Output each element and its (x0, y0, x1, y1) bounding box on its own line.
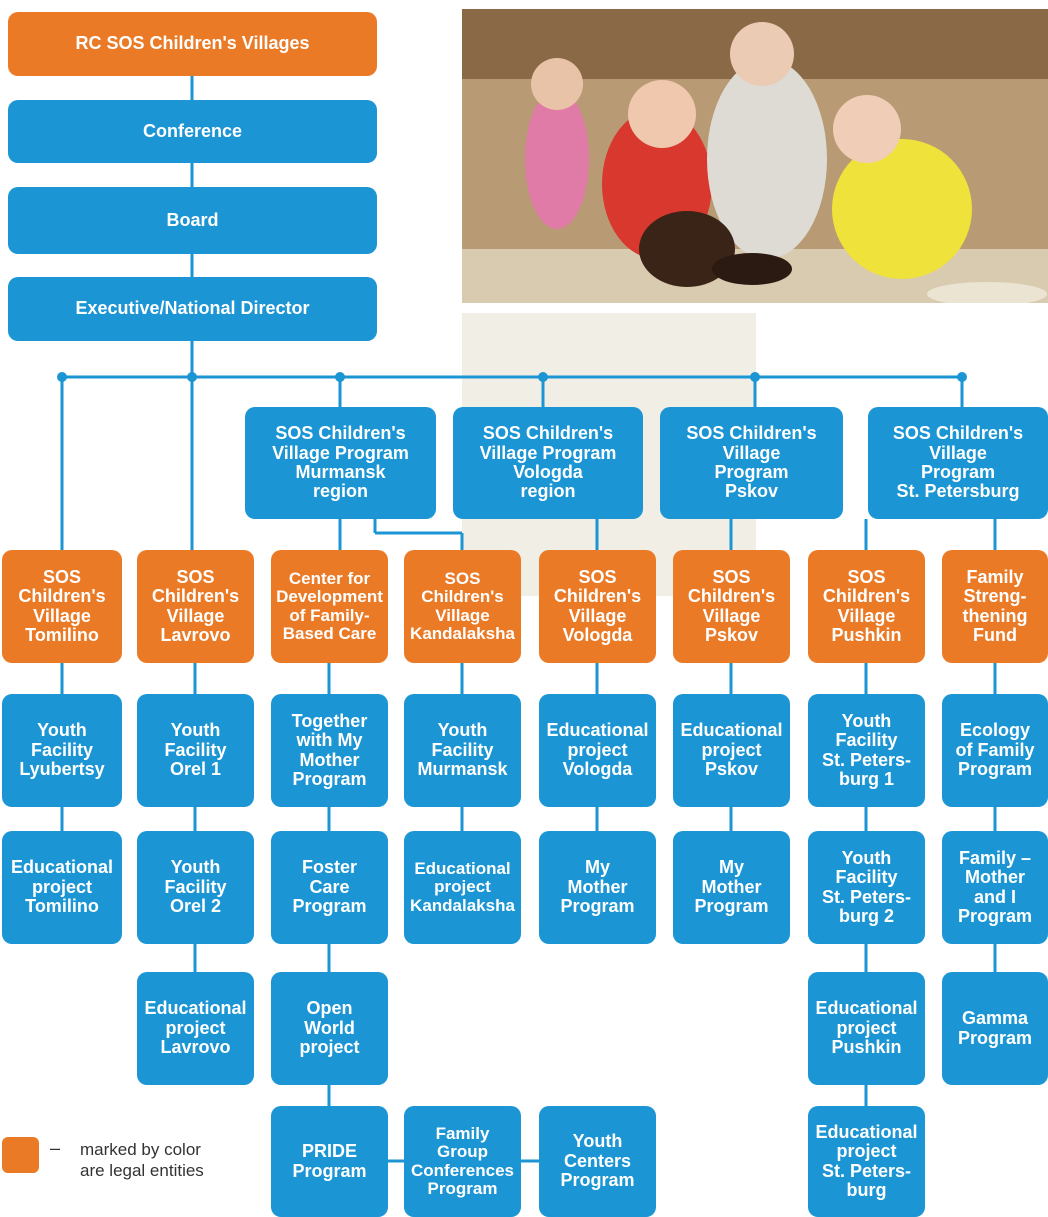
node-ecology-of-family: Ecology of Family Program (942, 694, 1048, 807)
node-foster-care: Foster Care Program (271, 831, 388, 944)
program-pskov: SOS Children's Village Program Pskov (660, 407, 843, 519)
node-pride-program: PRIDE Program (271, 1106, 388, 1217)
entity-vologda: SOS Children's Village Vologda (539, 550, 656, 663)
node-family-mother-and-i: Family – Mother and I Program (942, 831, 1048, 944)
node-my-mother-vologda: My Mother Program (539, 831, 656, 944)
node-youth-st-petersburg-2: Youth Facility St. Peters- burg 2 (808, 831, 925, 944)
node-family-group-conferences: Family Group Conferences Program (404, 1106, 521, 1217)
node-youth-lyubertsy: Youth Facility Lyubertsy (2, 694, 122, 807)
conference-node: Conference (8, 100, 377, 163)
program-murmansk: SOS Children's Village Program Murmansk … (245, 407, 436, 519)
node-open-world: Open World project (271, 972, 388, 1085)
entity-center-family-care: Center for Development of Family- Based … (271, 550, 388, 663)
node-educational-pskov: Educational project Pskov (673, 694, 790, 807)
node-youth-orel-2: Youth Facility Orel 2 (137, 831, 254, 944)
legend-text: marked by color are legal entities (80, 1140, 204, 1181)
entity-tomilino: SOS Children's Village Tomilino (2, 550, 122, 663)
node-educational-tomilino: Educational project Tomilino (2, 831, 122, 944)
node-together-with-my-mother: Together with My Mother Program (271, 694, 388, 807)
node-youth-orel-1: Youth Facility Orel 1 (137, 694, 254, 807)
node-educational-lavrovo: Educational project Lavrovo (137, 972, 254, 1085)
node-educational-st-petersburg: Educational project St. Peters- burg (808, 1106, 925, 1217)
legend-swatch (2, 1137, 39, 1173)
children-cooking-photo (462, 9, 1048, 303)
entity-pskov: SOS Children's Village Pskov (673, 550, 790, 663)
entity-kandalaksha: SOS Children's Village Kandalaksha (404, 550, 521, 663)
photo-illustration (462, 9, 1048, 303)
entity-family-strengthening-fund: Family Streng- thening Fund (942, 550, 1048, 663)
program-st-petersburg: SOS Children's Village Program St. Peter… (868, 407, 1048, 519)
node-educational-kandalaksha: Educational project Kandalaksha (404, 831, 521, 944)
node-educational-vologda: Educational project Vologda (539, 694, 656, 807)
root-node: RC SOS Children's Villages (8, 12, 377, 76)
node-my-mother-pskov: My Mother Program (673, 831, 790, 944)
node-educational-pushkin: Educational project Pushkin (808, 972, 925, 1085)
node-youth-st-petersburg-1: Youth Facility St. Peters- burg 1 (808, 694, 925, 807)
node-youth-centers: Youth Centers Program (539, 1106, 656, 1217)
program-vologda: SOS Children's Village Program Vologda r… (453, 407, 643, 519)
director-node: Executive/National Director (8, 277, 377, 341)
legend-dash: – (50, 1138, 61, 1158)
entity-lavrovo: SOS Children's Village Lavrovo (137, 550, 254, 663)
node-youth-murmansk: Youth Facility Murmansk (404, 694, 521, 807)
entity-pushkin: SOS Children's Village Pushkin (808, 550, 925, 663)
node-gamma-program: Gamma Program (942, 972, 1048, 1085)
board-node: Board (8, 187, 377, 254)
